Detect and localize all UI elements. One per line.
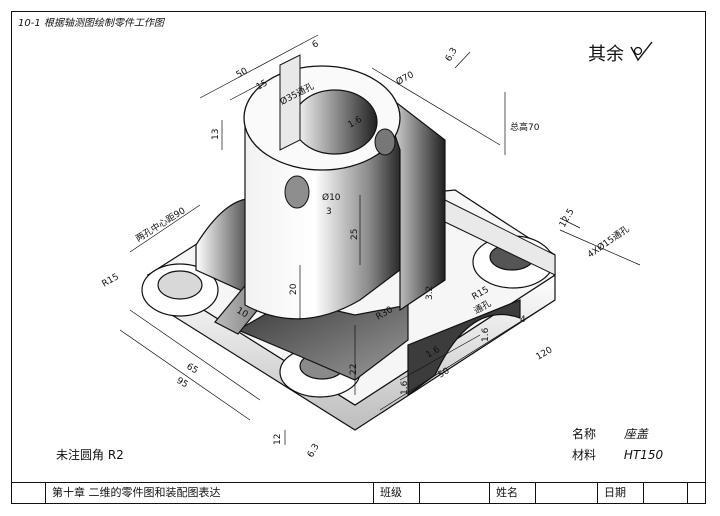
- dim-4: 4: [520, 315, 526, 325]
- title-block-name-label: 姓名: [489, 483, 535, 503]
- dim-3: 3: [326, 207, 332, 217]
- part-material-value: HT150: [623, 448, 664, 462]
- part-material-label: 材料: [572, 448, 597, 462]
- dim-12: 12: [273, 434, 283, 445]
- title-block-date-label: 日期: [597, 483, 643, 503]
- title-block-chapter: 第十章 二维的零件图和装配图表达: [45, 483, 373, 503]
- sheet-frame: [11, 11, 706, 504]
- dim-95: 95: [175, 376, 190, 390]
- title-block-name-value: [535, 483, 597, 503]
- dim-6: 6: [311, 39, 321, 51]
- title-block: 第十章 二维的零件图和装配图表达 班级 姓名 日期: [11, 482, 706, 504]
- dim-15: 15: [255, 78, 270, 92]
- dim-13: 13: [211, 129, 221, 140]
- dim-25: 25: [350, 229, 360, 240]
- dim-65: 65: [185, 362, 200, 376]
- part-info: 名称 座盖 材料 HT150: [572, 424, 663, 466]
- roughness-note-text: 其余: [588, 44, 624, 65]
- ra-63-bottom: 6.3: [306, 442, 322, 459]
- total-height: 总高70: [510, 121, 540, 133]
- radius-15-left: R15: [101, 272, 121, 290]
- dim-20: 20: [289, 283, 299, 295]
- part-name-row: 名称 座盖: [572, 424, 663, 445]
- dim-32: 3.2: [425, 286, 435, 300]
- dim-22: 22: [349, 364, 359, 375]
- ra-63-top: 6.3: [444, 46, 460, 63]
- part-name-label: 名称: [572, 427, 597, 441]
- ra-16-d: 1.6: [400, 380, 410, 395]
- dim-120: 120: [535, 345, 555, 362]
- title-block-cell-blank-1: [11, 483, 45, 503]
- roughness-note: 其余: [588, 40, 656, 66]
- title-block-class-label: 班级: [373, 483, 419, 503]
- ra-16-b: 1.6: [481, 327, 491, 342]
- dim-10-dia: Ø10: [322, 192, 341, 203]
- sheet-title: 10-1 根据轴测图绘制零件工作图: [18, 18, 164, 29]
- part-name-value: 座盖: [623, 427, 648, 441]
- roughness-symbol-icon: [630, 41, 653, 62]
- fillet-note: 未注圆角 R2: [56, 448, 124, 462]
- title-block-cell-blank-2: [687, 483, 704, 503]
- title-block-class-value: [419, 483, 489, 503]
- dim-70: Ø70: [394, 69, 416, 88]
- part-material-row: 材料 HT150: [572, 445, 663, 466]
- dim-50-top: 50: [235, 66, 250, 80]
- dim-125: 12.5: [558, 207, 577, 229]
- hole-center-distance: 两孔中心距90: [133, 204, 187, 244]
- holes-4x15: 4XØ15通孔: [585, 224, 631, 261]
- title-block-date-value: [643, 483, 687, 503]
